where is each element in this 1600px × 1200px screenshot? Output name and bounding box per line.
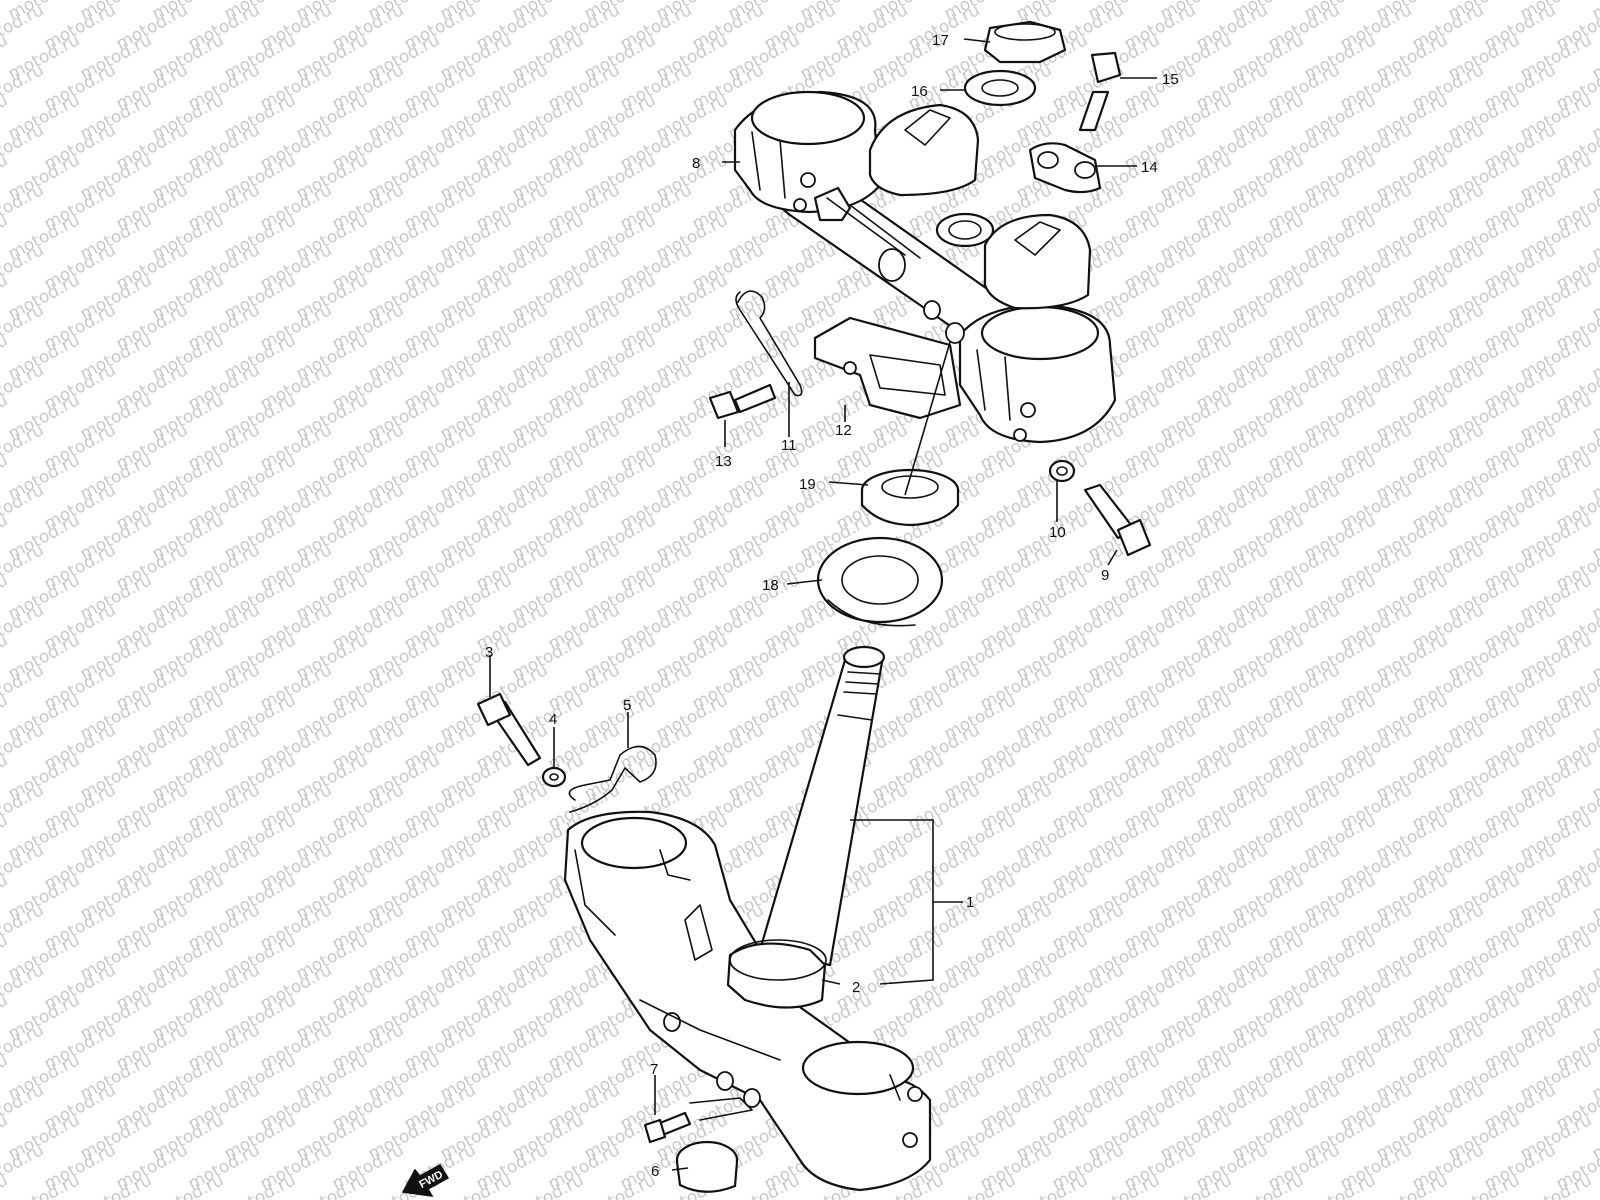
clamp-bolt-upper[interactable] xyxy=(1083,483,1152,557)
clamp-bolt-lower[interactable] xyxy=(476,692,542,767)
washer-10[interactable] xyxy=(1048,459,1076,483)
callout-17: 17 xyxy=(932,32,949,49)
watermark-text: motod.ru xyxy=(1589,0,1600,24)
screw-7[interactable] xyxy=(643,1097,753,1144)
callout-7: 7 xyxy=(650,1061,658,1078)
wire-clip[interactable] xyxy=(735,290,803,397)
callout-8: 8 xyxy=(692,155,700,172)
callout-3: 3 xyxy=(485,644,493,661)
steering-bearing[interactable] xyxy=(816,536,944,627)
lower-bearing[interactable] xyxy=(726,942,827,1009)
callout-16: 16 xyxy=(911,83,928,100)
callout-11: 11 xyxy=(781,437,797,454)
callout-10: 10 xyxy=(1049,524,1066,541)
callout-14: 14 xyxy=(1141,159,1158,176)
callout-9: 9 xyxy=(1101,567,1109,584)
callout-15: 15 xyxy=(1162,71,1179,88)
callout-1: 1 xyxy=(966,894,974,911)
callout-12: 12 xyxy=(835,422,852,439)
callout-2: 2 xyxy=(852,979,860,996)
callout-19: 19 xyxy=(799,476,816,493)
watermark-text: motod.ru xyxy=(0,1170,11,1200)
hose-clip[interactable] xyxy=(568,745,657,813)
steering-stem[interactable] xyxy=(563,645,932,1192)
cable-clamp[interactable] xyxy=(675,1140,739,1193)
callout-4: 4 xyxy=(549,711,557,728)
handlebar-holder[interactable] xyxy=(1028,142,1102,194)
handlebar-holder-bolt[interactable] xyxy=(1078,51,1122,132)
callout-5: 5 xyxy=(623,697,631,714)
callout-13: 13 xyxy=(715,453,732,470)
callout-6: 6 xyxy=(651,1163,659,1180)
bracket-bolt[interactable] xyxy=(708,383,777,420)
callout-labels: 17 16 15 14 8 11 12 13 19 10 9 18 3 4 5 … xyxy=(485,32,1179,1180)
cable-guide-bracket[interactable] xyxy=(813,316,962,420)
washer-4[interactable] xyxy=(541,766,567,788)
steering-stem-nut[interactable] xyxy=(983,20,1067,64)
upper-bracket[interactable] xyxy=(733,90,1117,444)
stem-washer[interactable] xyxy=(963,69,1037,107)
callout-18: 18 xyxy=(762,577,779,594)
leader-lines xyxy=(489,38,1157,1171)
